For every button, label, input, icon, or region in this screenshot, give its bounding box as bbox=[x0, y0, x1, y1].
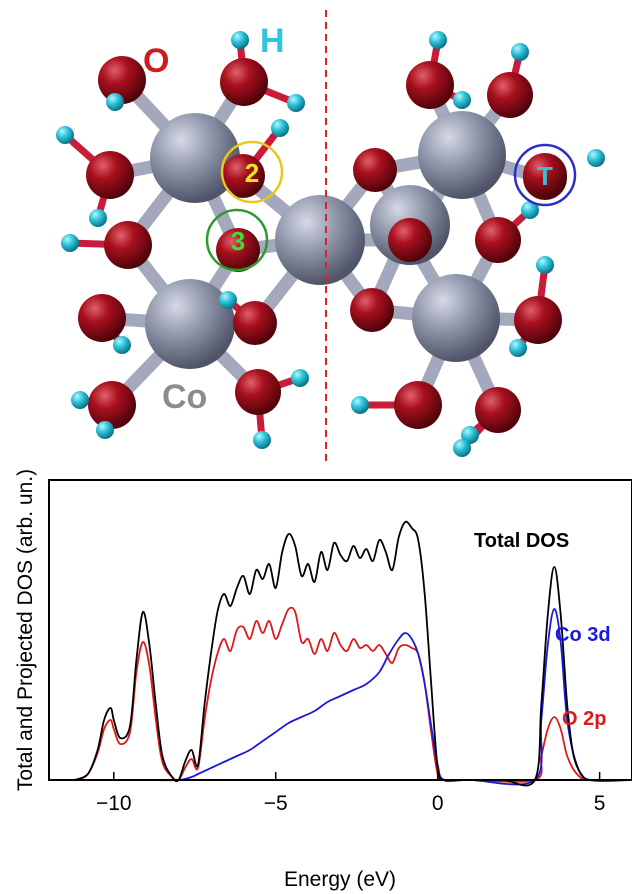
o-atom bbox=[388, 218, 432, 262]
o-atom bbox=[233, 301, 277, 345]
o-atom bbox=[350, 288, 394, 332]
site-3-marker bbox=[205, 208, 269, 272]
y-axis-title: Total and Projected DOS (arb. un.) bbox=[14, 469, 37, 791]
dos-curves bbox=[74, 520, 632, 787]
x-ticks: −10 −5 0 5 bbox=[96, 772, 605, 815]
series-line-co-3d bbox=[81, 608, 632, 786]
co-atom bbox=[275, 195, 365, 285]
h-atom bbox=[231, 31, 249, 49]
o-atom bbox=[394, 381, 442, 429]
site-t-marker bbox=[513, 143, 577, 207]
h-atom bbox=[511, 43, 529, 61]
dos-chart: −10 −5 0 5 Total DOS Co 3d O 2p Energy (eV) T… bbox=[14, 469, 632, 891]
h-atom bbox=[271, 119, 289, 137]
plot-frame bbox=[48, 479, 632, 781]
o-atom bbox=[216, 228, 260, 272]
h-atom bbox=[56, 126, 74, 144]
h-atom bbox=[509, 339, 527, 357]
co-atom bbox=[412, 274, 500, 362]
o-atom bbox=[98, 56, 146, 104]
h-atom bbox=[71, 391, 89, 409]
co-atom bbox=[418, 111, 506, 199]
o-atom bbox=[475, 217, 521, 263]
site-t-label: T bbox=[537, 161, 553, 191]
h-atom bbox=[219, 291, 237, 309]
h-atom bbox=[89, 209, 107, 227]
o-atom bbox=[475, 387, 521, 433]
o-atom bbox=[220, 58, 268, 106]
o-atom bbox=[235, 369, 281, 415]
h-atom bbox=[453, 439, 471, 457]
legend-label-o-2p: O 2p bbox=[562, 708, 606, 730]
x-tick-label: −10 bbox=[96, 792, 132, 815]
x-axis-title: Energy (eV) bbox=[284, 868, 396, 891]
site-2-label: 2 bbox=[245, 158, 259, 188]
h-atom bbox=[453, 91, 471, 109]
o-atom bbox=[78, 294, 126, 342]
oxygen-label: O bbox=[143, 42, 169, 80]
h-atom bbox=[429, 31, 447, 49]
o-atom bbox=[523, 153, 567, 197]
co-atom bbox=[150, 113, 240, 203]
h-atom bbox=[521, 201, 539, 219]
h-atom bbox=[61, 234, 79, 252]
x-tick-label: −5 bbox=[264, 792, 288, 815]
h-atom bbox=[461, 426, 479, 444]
h-atom bbox=[287, 94, 305, 112]
x-tick-label: 0 bbox=[432, 792, 444, 815]
h-atom bbox=[291, 369, 309, 387]
o-atom bbox=[406, 61, 454, 109]
o-atom bbox=[86, 151, 134, 199]
o-atom bbox=[104, 221, 152, 269]
x-tick-label: 5 bbox=[594, 792, 606, 815]
co-atom bbox=[145, 279, 235, 369]
series-labels: Total DOS Co 3d O 2p bbox=[474, 530, 611, 730]
o-atom bbox=[221, 154, 265, 198]
h-atom bbox=[253, 431, 271, 449]
legend-label-co-3d: Co 3d bbox=[555, 624, 611, 646]
cobalt-label: Co bbox=[162, 378, 207, 416]
o-atom bbox=[353, 148, 397, 192]
h-atom bbox=[113, 336, 131, 354]
hydrogen-atoms bbox=[56, 31, 605, 457]
h-atom bbox=[536, 256, 554, 274]
site-3-label: 3 bbox=[231, 226, 245, 256]
h-atom bbox=[106, 93, 124, 111]
o-atom bbox=[487, 72, 533, 118]
hydrogen-label: H bbox=[260, 22, 285, 60]
h-atom bbox=[96, 421, 114, 439]
legend-label-total-dos: Total DOS bbox=[474, 530, 569, 552]
o-atom bbox=[514, 296, 562, 344]
oxygen-atoms bbox=[78, 56, 567, 433]
molecular-structure: 2 3 T O H Co bbox=[56, 10, 605, 462]
site-2-marker bbox=[220, 140, 284, 204]
o-atom bbox=[88, 381, 136, 429]
h-atom bbox=[351, 396, 369, 414]
h-atom bbox=[587, 149, 605, 167]
